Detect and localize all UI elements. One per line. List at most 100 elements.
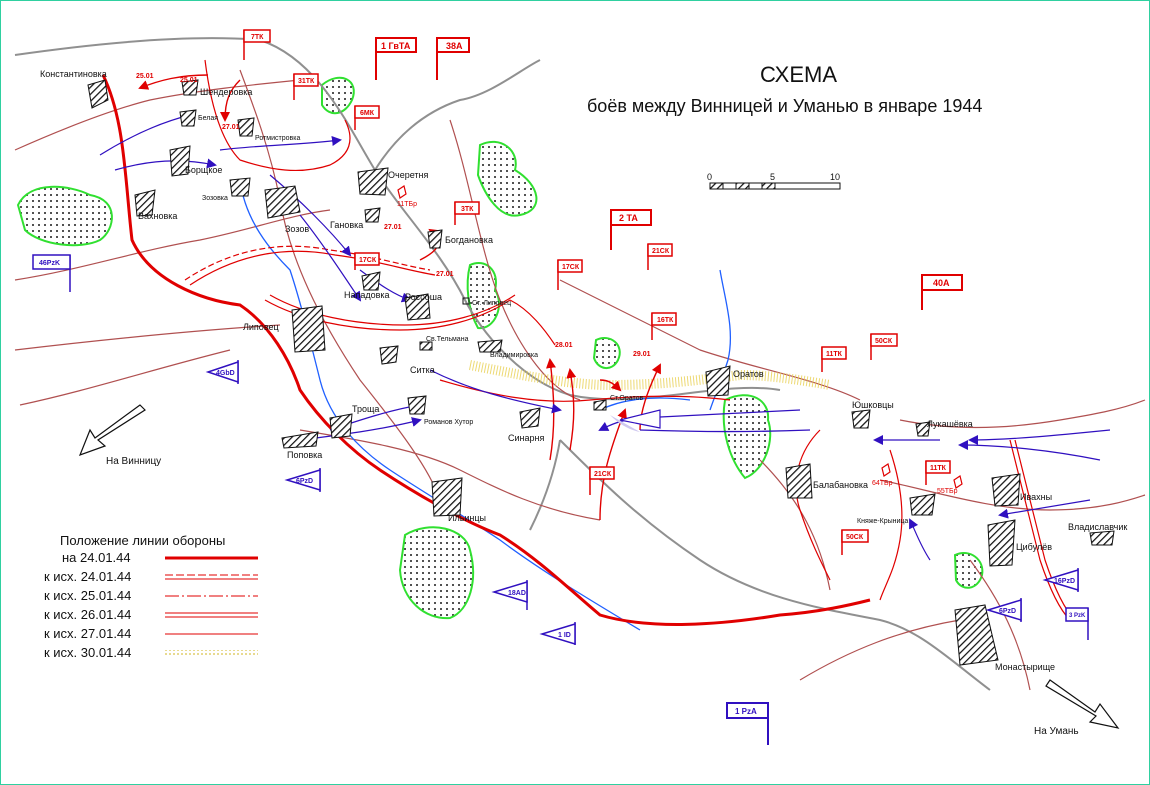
town-shenderovka [181,79,199,96]
town-napadovka [361,271,381,291]
flag-6pzd-a: 6PzD [284,468,321,492]
flag-3pzk: 3 PzK [1065,607,1089,640]
arrow-to-vinnitsa-icon [78,404,146,457]
flag-17sk-a: 17СК [557,259,583,290]
station-st-lipovets [462,297,470,305]
svg-text:50СК: 50СК [846,534,864,541]
label-ilintsy: Ильинцы [448,513,486,523]
label-lipovets: Липовец [243,322,279,332]
svg-text:1 ГвТА: 1 ГвТА [381,41,411,51]
town-bogdanovka [427,229,443,249]
svg-text:11ТК: 11ТК [930,465,947,472]
german-unit-flags: 46PzK 4GbD 6PzD 18AD 1 ID 16PzD 6PzD 3 P… [32,254,1089,745]
label-konstantinovka: Константиновка [40,69,107,79]
flag-31tk: 31ТК [293,73,319,100]
flag-21sk-b: 21СК [589,466,615,495]
flag-6pzd-b: 6PzD [985,598,1022,622]
label-rotmistrovka: Ротмистровка [255,135,300,142]
svg-text:3 PzK: 3 PzK [1069,613,1086,619]
svg-text:16PzD: 16PzD [1054,578,1075,585]
town-st-oratov [593,399,607,411]
map-subtitle: боёв между Винницей и Уманью в январе 19… [587,96,983,116]
label-rossosha: Россоша [405,292,442,302]
flag-1gvta: 1 ГвТА [375,37,417,80]
town-konstantinovka [87,79,109,109]
german-attack-arrows [99,112,1111,561]
soviet-attack-arrows [138,74,661,521]
legend: Положение линии обороны на 24.01.44 к ис… [44,533,258,660]
flag-2ta: 2 ТА [610,209,652,250]
label-romanov-khutor: Романов Хутор [424,419,473,426]
legend-item-label: к исх. 25.01.44 [44,588,131,603]
town-zozov [264,185,301,219]
svg-text:7ТК: 7ТК [251,34,264,41]
forest-area [398,526,474,620]
svg-text:11ТК: 11ТК [826,351,843,358]
brigade-label: 55ТБр [937,488,958,495]
svg-text:1 PzA: 1 PzA [735,707,757,716]
label-bogdanovka: Богдановка [445,235,493,245]
svg-text:6PzD: 6PzD [296,478,313,485]
date-labels: 25.01 25.01 27.01 27.01 27.01 28.01 29.0… [136,73,651,358]
date-label: 28.01 [555,342,573,349]
forest-area [476,140,538,217]
svg-text:17СК: 17СК [562,264,580,271]
label-ocheretnya: Очеретня [388,170,428,180]
flag-21sk-a: 21СК [647,243,673,270]
legend-item-label: к исх. 24.01.44 [44,569,131,584]
town-oratov [705,365,731,397]
label-to-vinnitsa: На Винницу [106,456,161,467]
label-shenderovka: Шендеровка [200,87,252,97]
legend-item-label: к исх. 30.01.44 [44,645,131,660]
label-ivakhny: Ивахны [1020,492,1052,502]
town-knyazhe-krynitsa [909,493,936,516]
scale-tick: 0 [707,172,712,182]
flag-40a: 40А [921,274,963,310]
flag-7tk: 7ТК [243,29,271,60]
label-napadovka: Нападовка [344,290,390,300]
forest-area [722,394,772,480]
label-popovka: Поповка [287,450,322,460]
town-monastyrische [954,604,999,666]
town-troscha [329,413,353,439]
flag-1id: 1 ID [539,622,576,646]
svg-text:50СК: 50СК [875,338,893,345]
svg-text:31ТК: 31ТК [298,78,315,85]
flag-11tk-b: 11ТК [925,460,951,485]
flag-50sk-a: 50СК [870,333,898,360]
label-troscha: Троща [352,404,379,414]
town-popovka [281,431,319,449]
label-ganovka: Гановка [330,220,363,230]
date-label: 27.01 [384,224,402,231]
label-vladimirovka: Владимировка [490,352,538,359]
forest-area [16,185,113,247]
forest-area [466,262,500,330]
label-st-oratov: Ст.Оратов [610,395,644,402]
town-vladimirovka [477,339,503,353]
town-vakhnovka [134,189,156,217]
arrow-to-uman-icon [1045,679,1120,729]
town-ivakhny [991,473,1021,507]
front-24-01 [101,74,871,626]
label-balabanovka: Балабановка [813,480,868,490]
label-zozovka: Зозовка [202,195,228,202]
label-vakhnovka: Вахновка [138,211,177,221]
town-belaya [179,109,197,127]
direction-arrows: На Винницу На Умань [78,404,1120,737]
svg-text:18AD: 18AD [508,590,526,597]
date-label: 27.01 [436,271,454,278]
label-tsibulev: Цибулёв [1016,542,1052,552]
town-sitka [379,345,399,365]
flag-11tk-a: 11ТК [821,346,847,372]
flag-16pzd: 16PzD [1042,568,1079,592]
towns [87,79,1115,666]
flag-16tk: 16ТК [651,312,677,340]
map-title: СХЕМА [760,62,837,87]
flag-38a: 38А [436,37,470,80]
forest-area [592,337,621,369]
town-balabanovka [785,463,813,499]
brigade-label: 64ТБр [872,480,893,487]
svg-text:21СК: 21СК [652,248,670,255]
town-vladislavchik [1089,530,1115,546]
